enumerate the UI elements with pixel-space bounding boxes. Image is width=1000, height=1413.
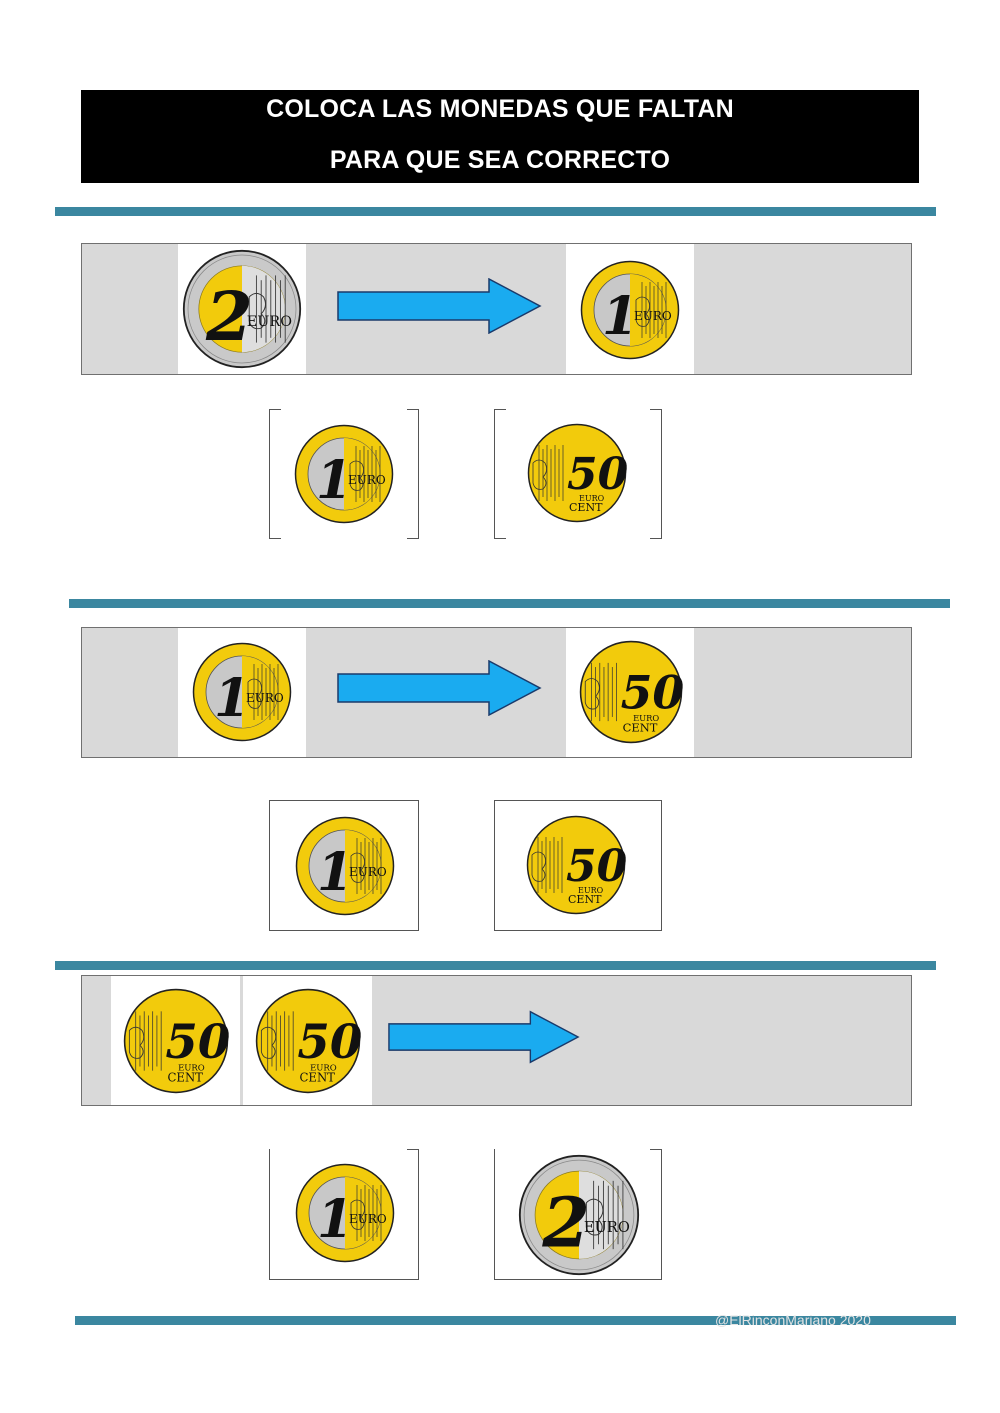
coin-lettering: EURO	[246, 691, 284, 705]
coin-lettering: 50	[567, 449, 627, 500]
coin-lettering: EURO	[310, 1063, 337, 1073]
coin-lettering: 1	[317, 842, 353, 903]
watermark: @ElRinconMariano 2020	[715, 1312, 871, 1328]
arrow-right-icon	[388, 1010, 580, 1064]
coin-lettering: 1	[316, 450, 352, 511]
coin-lettering: 1	[317, 1189, 353, 1250]
coin-lettering: CENT	[568, 893, 602, 906]
slot-bracket	[494, 409, 506, 539]
coin-lettering: CENT	[300, 1070, 336, 1084]
coin-lettering: EURO	[247, 314, 292, 330]
coin-lettering: CENT	[623, 721, 658, 735]
title-line-2: PARA QUE SEA CORRECTO	[329, 146, 671, 174]
coin-lettering: 1	[602, 286, 638, 347]
coin-lettering: EURO	[178, 1063, 205, 1073]
title-line-1: COLOCA LAS MONEDAS QUE FALTAN	[266, 95, 734, 123]
coin-lettering: EURO	[634, 309, 672, 323]
coin-lettering: EURO	[349, 865, 387, 879]
slot-bracket	[650, 1149, 662, 1161]
coin-lettering: CENT	[569, 501, 603, 514]
divider-rule	[55, 961, 936, 970]
coin-lettering: EURO	[349, 1212, 387, 1226]
divider-rule	[69, 599, 950, 608]
coin-lettering: 50	[621, 666, 683, 720]
coin-lettering: EURO	[633, 713, 659, 723]
coin-lettering: 2	[541, 1184, 590, 1264]
divider-rule	[75, 1316, 956, 1325]
coin-lettering: 50	[297, 1014, 361, 1069]
arrow-right-icon	[337, 278, 542, 334]
arrow-right-icon	[337, 660, 542, 716]
coin-lettering: EURO	[348, 473, 386, 487]
coin-lettering: 50	[566, 841, 626, 892]
slot-bracket	[407, 1149, 419, 1161]
coin-lettering: EURO	[578, 886, 604, 895]
slot-bracket	[650, 409, 662, 539]
slot-bracket	[407, 409, 419, 539]
coin-lettering: EURO	[584, 1219, 630, 1236]
worksheet-title: COLOCA LAS MONEDAS QUE FALTAN PARA QUE S…	[81, 90, 919, 183]
coin-lettering: 1	[214, 668, 250, 729]
divider-rule	[55, 207, 936, 216]
slot-bracket	[269, 409, 281, 539]
coin-lettering: 50	[165, 1014, 229, 1069]
coin-lettering: EURO	[579, 494, 605, 503]
coin-lettering: CENT	[168, 1070, 204, 1084]
coin-lettering: 2	[205, 277, 253, 356]
answer-drop-zone[interactable]	[600, 976, 900, 1105]
